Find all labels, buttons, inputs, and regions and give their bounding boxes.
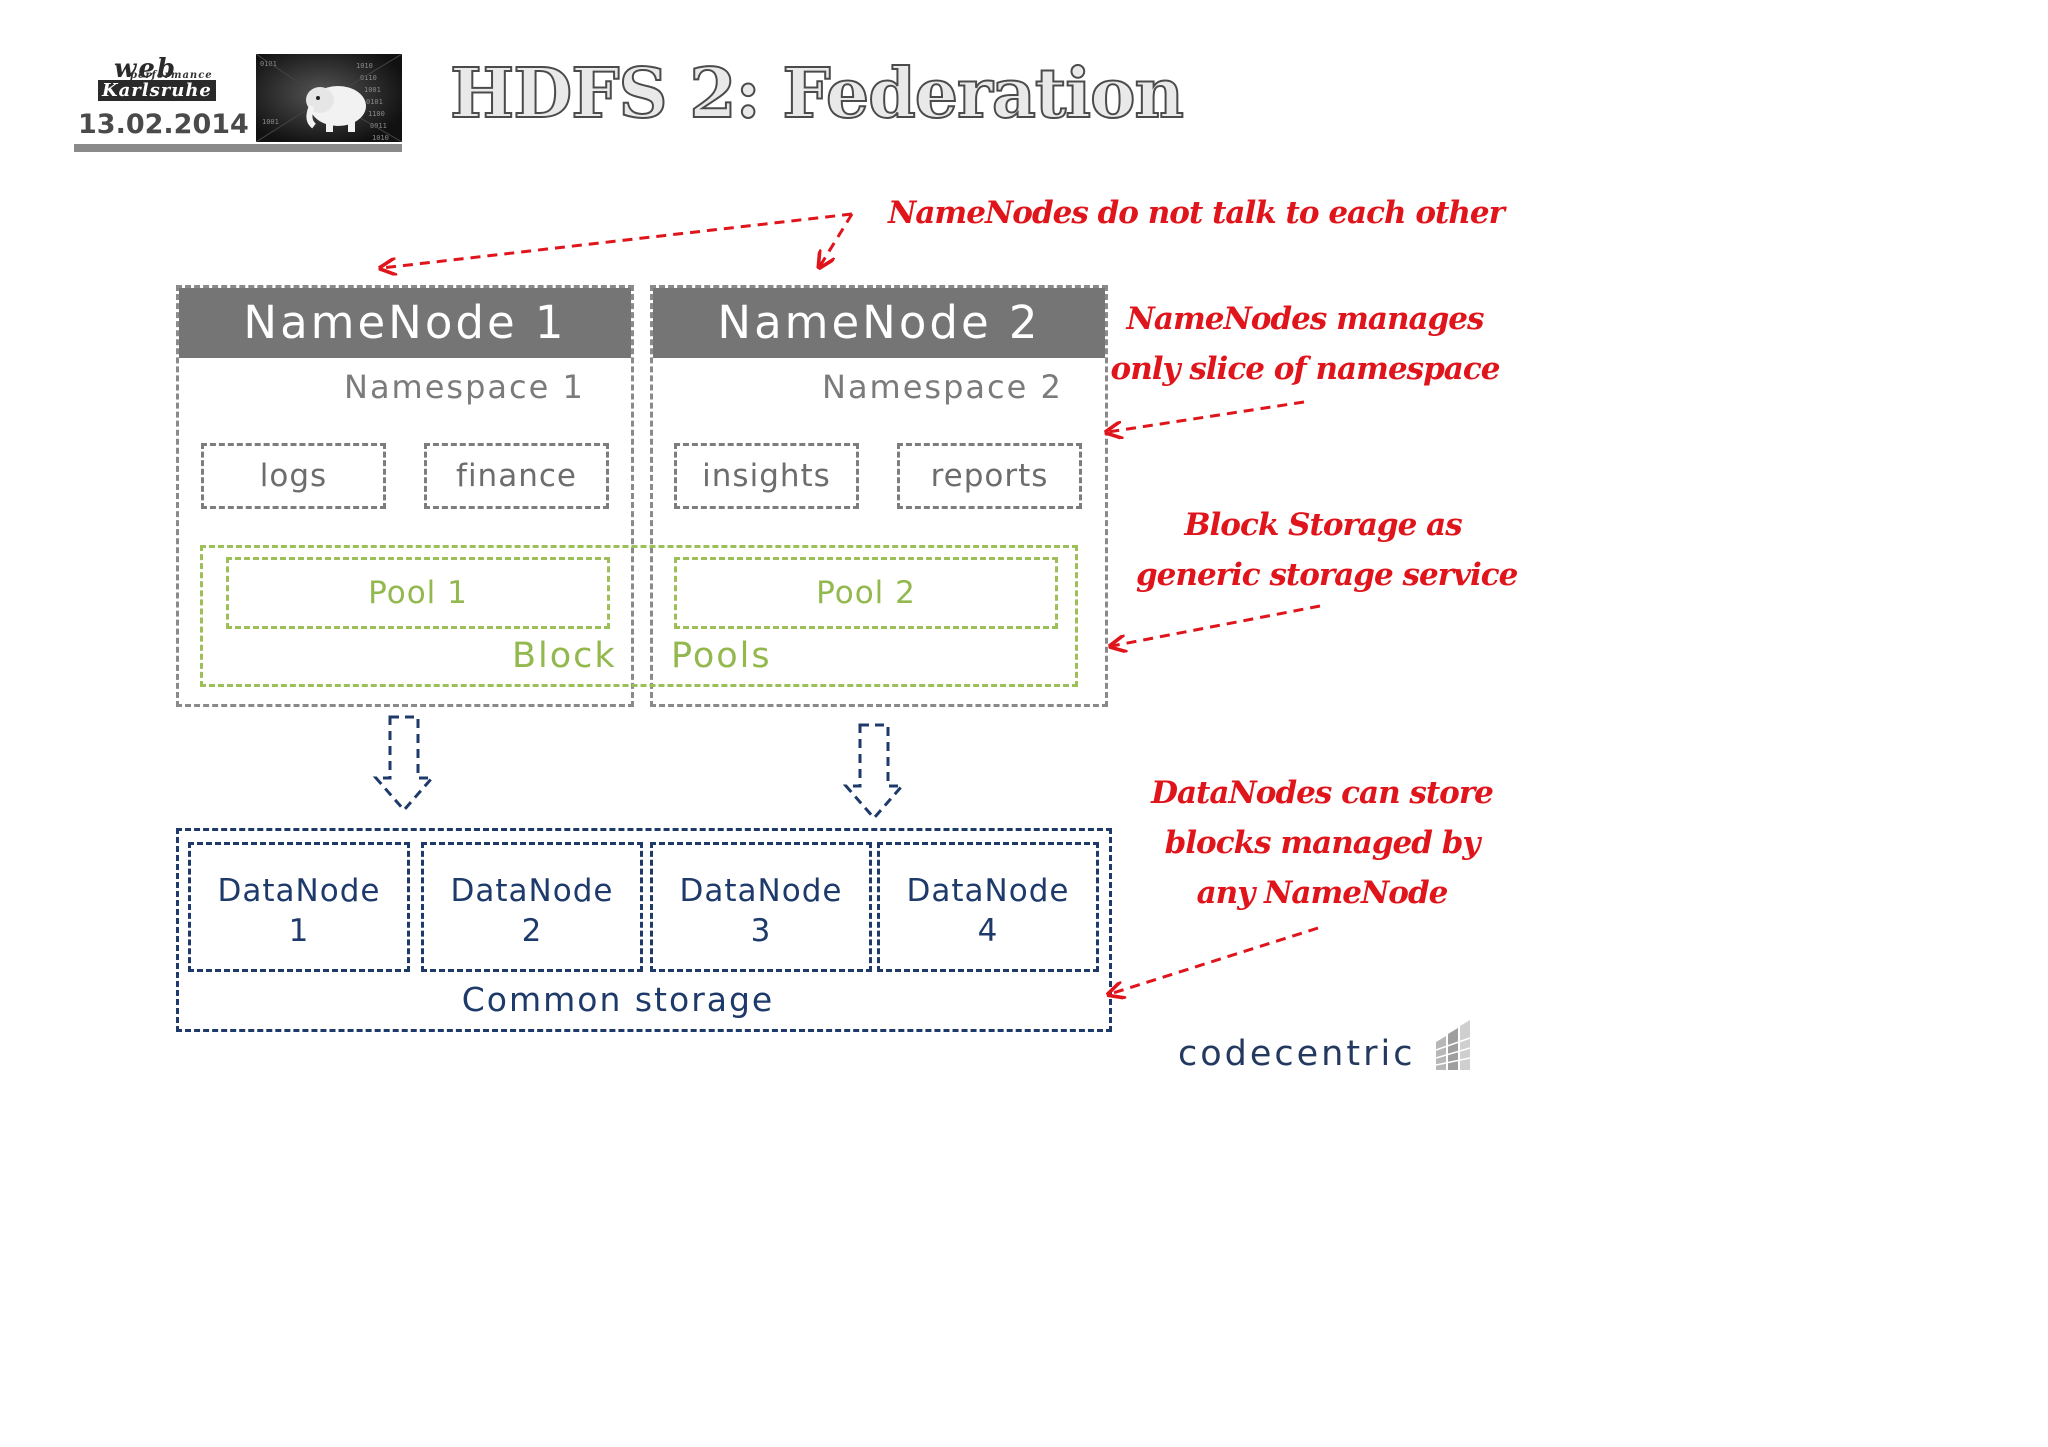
note-line: DataNodes can store: [1151, 775, 1494, 811]
conference-logo: web performance Karlsruhe 13.02.2014 101…: [74, 54, 404, 154]
pool-2: Pool 2: [674, 557, 1058, 629]
namenode-2-title: NameNode 2: [653, 288, 1105, 358]
namespace-1-label: Namespace 1: [344, 368, 585, 406]
note-block-storage: Block Storage as generic storage service: [1136, 500, 1518, 600]
note-line: only slice of namespace: [1110, 351, 1501, 387]
datanode-label: DataNode: [906, 873, 1070, 909]
logo-city-text: Karlsruhe: [98, 80, 216, 101]
namenode-1-box: NameNode 1: [176, 285, 634, 707]
note-slice: NameNodes manages only slice of namespac…: [1110, 294, 1501, 394]
slide-title: HDFS 2: Federation: [449, 53, 1185, 135]
down-arrow-icon: [372, 715, 436, 813]
note-line: any NameNode: [1196, 875, 1449, 911]
brand-name: codecentric: [1178, 1034, 1416, 1074]
svg-text:0101: 0101: [260, 60, 277, 68]
namespace-2-label: Namespace 2: [822, 368, 1063, 406]
note-line: NameNodes manages: [1126, 301, 1485, 337]
note-line: blocks managed by: [1164, 825, 1481, 861]
event-date: 13.02.2014: [78, 109, 249, 140]
datanode-number: 3: [750, 913, 772, 949]
annotation-arrow: [1110, 926, 1319, 994]
note-datanodes: DataNodes can store blocks managed by an…: [1140, 768, 1504, 918]
datanode-label: DataNode: [679, 873, 843, 909]
namenode-1-title: NameNode 1: [179, 288, 631, 358]
svg-text:1010: 1010: [356, 62, 373, 70]
logo-underline: [74, 144, 402, 152]
datanode-number: 2: [521, 913, 543, 949]
pools-label: Pools: [671, 636, 772, 676]
logo-web-text: web: [114, 54, 178, 84]
datanode-number: 1: [288, 913, 310, 949]
note-no-talk: NameNodes do not talk to each other: [888, 195, 1505, 231]
datanode-2: DataNode 2: [421, 842, 643, 972]
common-storage-label: Common storage: [461, 980, 775, 1019]
folder-finance: finance: [424, 443, 609, 509]
svg-text:1010: 1010: [372, 134, 389, 142]
folder-insights: insights: [674, 443, 859, 509]
note-line: Block Storage as: [1184, 507, 1462, 543]
datanode-label: DataNode: [450, 873, 614, 909]
block-label: Block: [512, 636, 617, 676]
hadoop-elephant-image: 1010 0110 1001 0101 1100 0011 1010 0101 1001: [256, 54, 402, 142]
logo-performance-text: performance: [130, 70, 213, 81]
svg-text:1001: 1001: [364, 86, 381, 94]
down-arrow-icon: [842, 723, 906, 821]
annotation-arrow: [1112, 604, 1321, 646]
annotation-arrows: [0, 212, 1321, 1108]
svg-text:0101: 0101: [366, 98, 383, 106]
svg-text:1001: 1001: [262, 118, 279, 126]
datanode-1: DataNode 1: [188, 842, 410, 972]
datanode-number: 4: [977, 913, 999, 949]
svg-text:0011: 0011: [370, 122, 387, 130]
pool-1: Pool 1: [226, 557, 610, 629]
note-line: generic storage service: [1136, 557, 1518, 593]
svg-text:1100: 1100: [368, 110, 385, 118]
annotation-arrow: [1108, 400, 1305, 432]
datanode-3: DataNode 3: [650, 842, 872, 972]
svg-text:0110: 0110: [360, 74, 377, 82]
folder-logs: logs: [201, 443, 386, 509]
annotation-arrow: [382, 212, 853, 268]
datanode-4: DataNode 4: [877, 842, 1099, 972]
codecentric-logo-icon: [1435, 1020, 1471, 1070]
namenode-2-box: NameNode 2: [650, 285, 1108, 707]
annotation-arrow: [820, 213, 854, 266]
folder-reports: reports: [897, 443, 1082, 509]
block-pools-box: [200, 545, 1078, 687]
common-storage-box: [176, 828, 1112, 1032]
datanode-label: DataNode: [217, 873, 381, 909]
